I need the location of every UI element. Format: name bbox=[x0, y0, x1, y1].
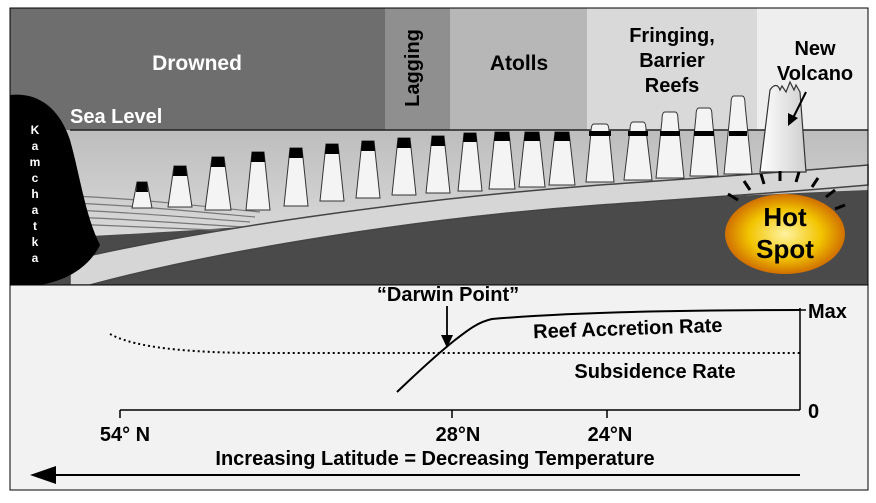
seamount-reef-cap bbox=[524, 132, 540, 141]
seamount-reef-cap bbox=[173, 166, 187, 176]
zone-label-drowned: Drowned bbox=[152, 52, 242, 75]
darwin-point-arrow bbox=[441, 306, 453, 348]
latitude-arrow-caption: Increasing Latitude = Decreasing Tempera… bbox=[215, 448, 654, 470]
zone-label-new-volcano-2: Volcano bbox=[777, 63, 853, 85]
new-volcano bbox=[759, 80, 807, 173]
zone-label-new-volcano-1: New bbox=[794, 38, 836, 60]
seamount bbox=[585, 123, 615, 183]
subsidence-rate-line bbox=[109, 333, 800, 354]
seamount-reef-cap bbox=[325, 144, 339, 154]
kamchatka-letter: a bbox=[32, 251, 39, 265]
x-label-54n: 54° N bbox=[100, 424, 150, 446]
top-panel: K a m c h a t k a bbox=[9, 7, 869, 286]
kamchatka-letter: K bbox=[31, 123, 40, 137]
zone-atolls bbox=[450, 8, 587, 130]
subsidence-label: Subsidence Rate bbox=[574, 361, 735, 383]
kamchatka-landmass bbox=[10, 94, 100, 285]
kamchatka-letter: a bbox=[32, 139, 39, 153]
hot-spot-label-line2: Spot bbox=[756, 234, 814, 264]
seamount-reef-cap bbox=[660, 131, 680, 136]
seamount-reef-cap bbox=[361, 141, 375, 151]
seamount-reef-cap bbox=[729, 131, 747, 136]
kamchatka-letter: m bbox=[30, 155, 41, 169]
hot-spot-label-line1: Hot bbox=[763, 202, 807, 232]
new-volcano-arrow bbox=[788, 91, 807, 126]
seamount-reef-cap bbox=[289, 148, 303, 158]
zone-lagging bbox=[385, 8, 450, 130]
zone-drowned bbox=[10, 8, 385, 130]
x-label-24n: 24°N bbox=[588, 424, 633, 446]
latitude-arrow bbox=[30, 466, 800, 484]
kamchatka-label: K a m c h a t k a bbox=[30, 123, 41, 265]
seamount-reef-cap bbox=[589, 131, 611, 136]
graph-background bbox=[9, 284, 869, 491]
darwin-point-label: “Darwin Point” bbox=[377, 284, 519, 306]
y-label-max: Max bbox=[808, 301, 847, 323]
seamount bbox=[689, 107, 719, 177]
seamount-reef-cap bbox=[554, 132, 570, 141]
seamount-reef-cap bbox=[211, 157, 225, 167]
zone-label-fringing-3: Reefs bbox=[645, 75, 699, 97]
kamchatka-letter: k bbox=[32, 235, 39, 249]
mantle bbox=[10, 190, 868, 285]
seamount-reef-cap bbox=[431, 136, 445, 146]
x-label-28n: 28°N bbox=[436, 424, 481, 446]
seamount-reef-cap bbox=[251, 152, 265, 162]
seamount-chain bbox=[131, 95, 753, 211]
hot-spot: Hot Spot bbox=[725, 171, 846, 274]
kamchatka-letter: t bbox=[33, 219, 37, 233]
sea-level-label: Sea Level bbox=[70, 106, 162, 128]
seamount bbox=[623, 121, 653, 181]
seamount-reef-cap bbox=[136, 182, 148, 192]
zone-fringing bbox=[587, 8, 757, 130]
seamount-reef-cap bbox=[463, 133, 477, 142]
kamchatka-letter: c bbox=[32, 171, 39, 185]
reef-accretion-rate-line bbox=[396, 309, 801, 393]
seamount-reef-cap bbox=[628, 131, 648, 136]
kamchatka-letter: h bbox=[31, 187, 38, 201]
seamount bbox=[655, 111, 685, 179]
graph-panel: “Darwin Point” Reef Accretion Rate Subsi… bbox=[9, 284, 869, 491]
hot-spot-rays bbox=[727, 171, 846, 211]
zone-label-fringing-1: Fringing, bbox=[629, 25, 715, 47]
kamchatka-letter: a bbox=[32, 203, 39, 217]
zone-label-atolls: Atolls bbox=[490, 52, 548, 75]
y-label-zero: 0 bbox=[808, 401, 819, 423]
seamount-reef-cap bbox=[397, 138, 411, 148]
zone-label-fringing-2: Barrier bbox=[639, 50, 705, 72]
seamount-reef-cap bbox=[694, 131, 714, 136]
seamount-reef-cap bbox=[494, 132, 510, 141]
zone-label-lagging: Lagging bbox=[402, 29, 424, 107]
